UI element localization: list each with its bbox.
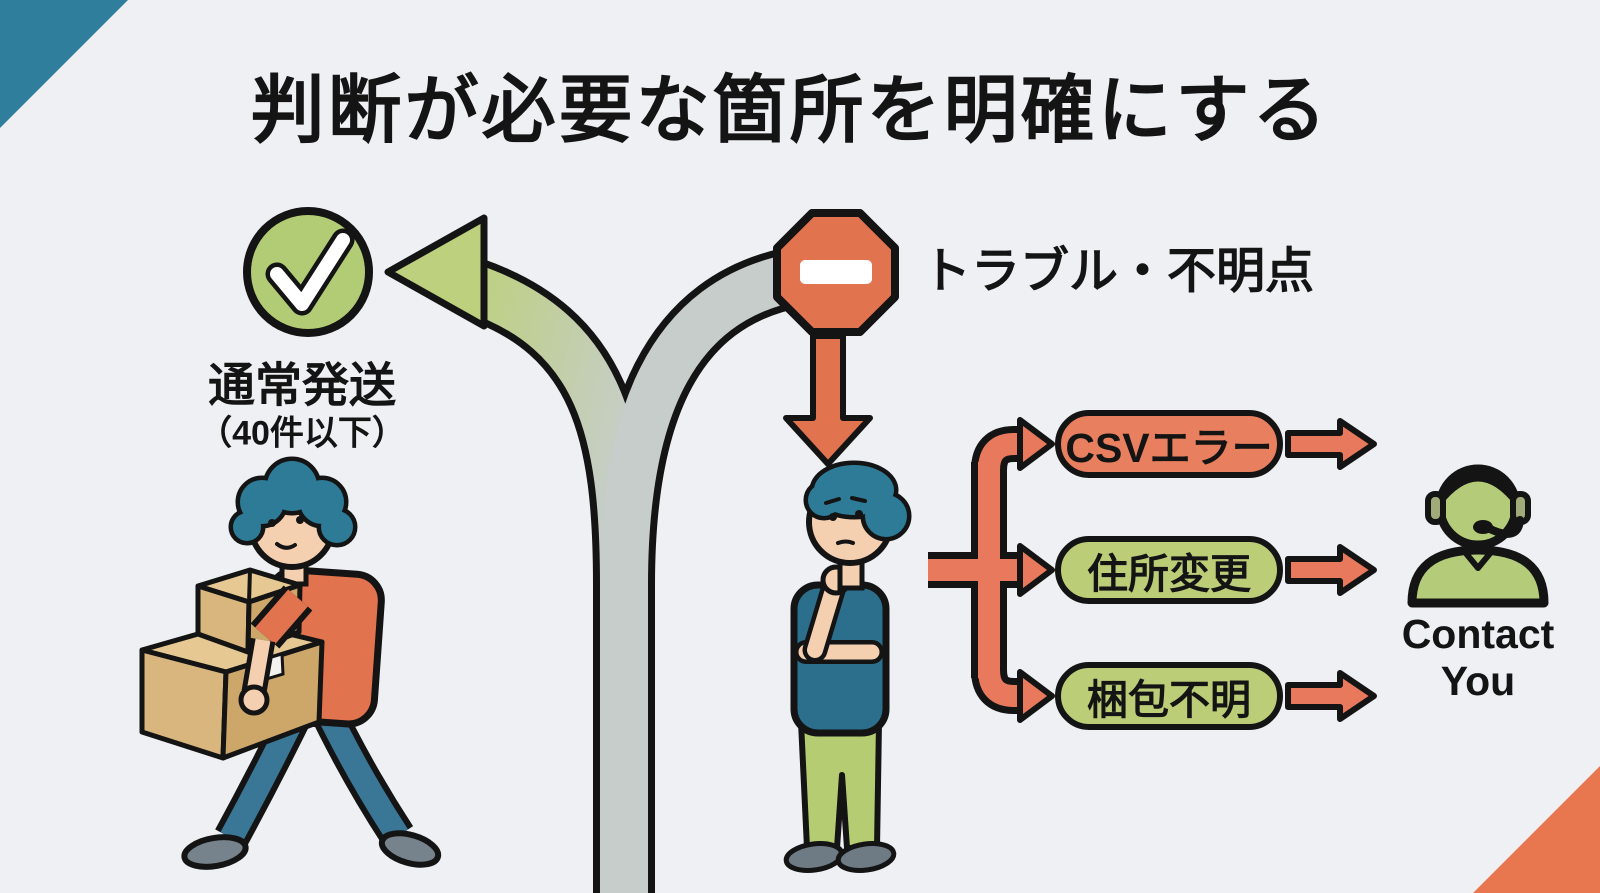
corner-accent-bottom-right [1473, 766, 1600, 893]
branch-connector [928, 417, 1055, 723]
thinking-person-pants [798, 719, 882, 851]
page-title: 判断が必要な箇所を明確にする [250, 68, 1330, 152]
right-arrow-icon [1017, 543, 1055, 597]
contact-you-label: Contact You [1402, 611, 1555, 705]
headset-mic [1473, 520, 1493, 534]
contact-line1: Contact [1401, 611, 1555, 657]
normal-shipping-sublabel: （40件以下） [198, 414, 406, 453]
thinking-person-face [824, 496, 867, 545]
worker-carrying-boxes [139, 456, 442, 870]
agent-body [1407, 545, 1549, 608]
issue-pill-label: 住所変更 [1087, 551, 1251, 597]
thinking-person-shoe [783, 841, 845, 873]
support-agent-icon [1407, 464, 1549, 608]
issue-pill-label: 梱包不明 [1087, 677, 1251, 723]
headset-earcup [1425, 491, 1446, 525]
right-arrow-icon [1017, 417, 1055, 471]
worker-shoe [378, 830, 442, 868]
down-arrow-icon [783, 333, 873, 467]
headset-band [1431, 470, 1525, 508]
fork-road [461, 245, 808, 893]
headset-mic-boom [1484, 516, 1524, 538]
stop-sign-icon [773, 209, 899, 336]
arrows-to-contact [1285, 418, 1377, 722]
worker-arm [238, 585, 313, 716]
agent-collar [1461, 549, 1495, 571]
thinking-person [783, 460, 912, 873]
right-arrow-icon [1285, 418, 1377, 470]
worker-shoe [181, 834, 249, 870]
right-arrow-icon [1285, 670, 1377, 722]
contact-line2: You [1440, 658, 1516, 704]
checkmark-icon [243, 207, 373, 337]
issue-pill-packing-unknown: 梱包不明 [1055, 662, 1283, 730]
right-arrow-icon [1285, 544, 1377, 596]
thinking-person-shoe [835, 841, 897, 873]
worker-hair [228, 456, 358, 548]
issue-pill-address-change: 住所変更 [1055, 536, 1283, 604]
corner-accent-top-left [0, 0, 128, 128]
issue-pill-label: CSVエラー [1065, 425, 1273, 471]
trouble-label: トラブル・不明点 [922, 244, 1315, 299]
right-arrow-icon [1017, 669, 1055, 723]
worker-face [268, 516, 304, 550]
issue-pill-csv-error: CSVエラー [1055, 410, 1283, 478]
left-arrow-icon [384, 214, 488, 330]
normal-shipping-label: 通常発送 [208, 358, 396, 412]
